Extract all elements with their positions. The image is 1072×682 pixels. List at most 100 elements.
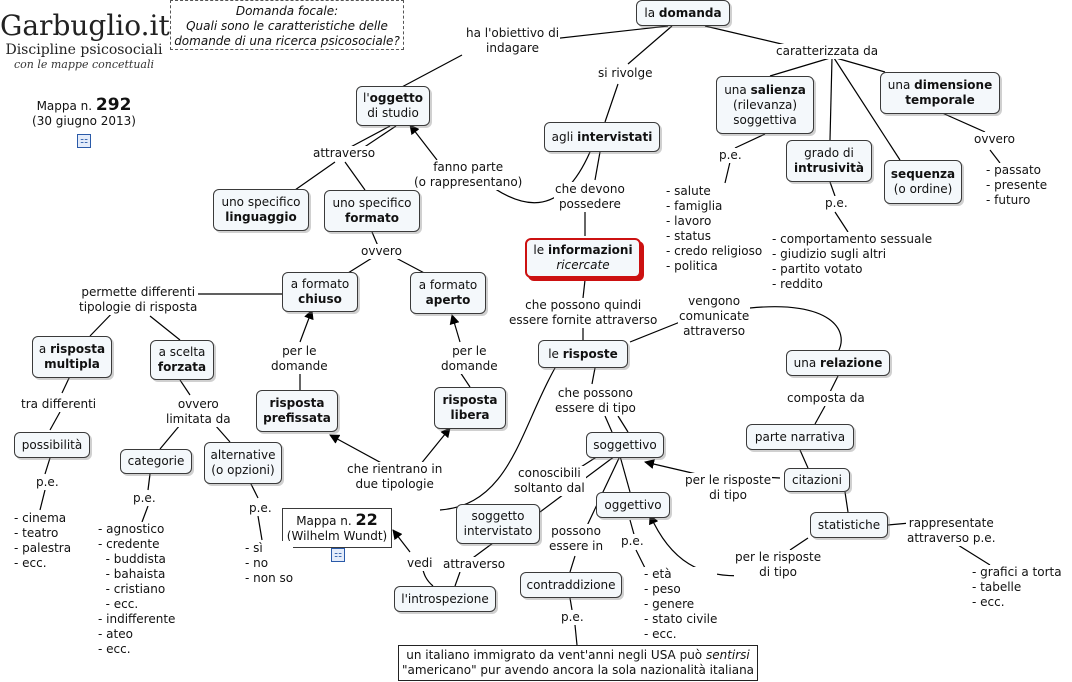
node-contraddizione[interactable]: contraddizione <box>520 572 622 598</box>
list-salienza-item: - status <box>666 229 712 243</box>
node-agli-intervistati[interactable]: agli intervistati <box>544 122 660 152</box>
list-possibilita-item: - cinema <box>14 511 67 525</box>
node-esempio-italiano[interactable]: un italiano immigrato da vent'anni negli… <box>398 645 758 681</box>
list-intrusivita-examples: - comportamento sessuale- giudizio sugli… <box>772 232 933 292</box>
link-label-caratterizzata: caratterizzata da <box>775 44 880 59</box>
link-label-rivolge: si rivolge <box>597 66 654 81</box>
list-categorie-item: - indifferente <box>98 612 176 626</box>
list-statistiche-item: - ecc. <box>972 595 1005 609</box>
list-salienza-item: - politica <box>666 259 718 273</box>
link-label-pe-contraddizione: p.e. <box>560 610 585 625</box>
node-formato-chiuso[interactable]: a formato chiuso <box>282 272 358 312</box>
node-le-risposte[interactable]: le risposte <box>538 340 628 368</box>
list-categorie-item: - ecc. <box>98 597 139 611</box>
link-label-attraverso-introspezione: attraverso <box>442 557 507 572</box>
list-categorie-examples: - agnostico- credente - buddista - bahai… <box>98 522 176 657</box>
link-label-composta: composta da <box>786 391 866 406</box>
link-label-obiettivo: ha l'obiettivo di indagare <box>465 26 561 56</box>
node-salienza[interactable]: una salienza (rilevanza) soggettiva <box>716 76 814 134</box>
list-categorie-item: - credente <box>98 537 160 551</box>
node-la-domanda[interactable]: la domanda <box>636 0 730 26</box>
link-label-possono: possono essere in <box>548 524 605 554</box>
list-intrusivita-item: - comportamento sessuale <box>772 232 933 246</box>
list-categorie-item: - agnostico <box>98 522 165 536</box>
list-alternative-item: - no <box>245 556 269 570</box>
node-specifico-linguaggio[interactable]: uno specifico linguaggio <box>213 189 309 231</box>
list-temporale-examples: - passato- presente- futuro <box>986 163 1048 208</box>
concept-map-icon[interactable]: ⚏ <box>77 134 91 148</box>
list-categorie-item: - buddista <box>98 552 166 566</box>
list-temporale-item: - futuro <box>986 193 1031 207</box>
node-risposta-prefissata[interactable]: risposta prefissata <box>256 390 338 432</box>
node-oggetto-di-studio[interactable]: l'oggetto di studio <box>356 86 430 126</box>
list-oggettivo-examples: - età- peso- genere- stato civile- ecc. <box>644 567 718 642</box>
site-subtitle: Discipline psicosociali <box>5 42 163 58</box>
map-date: (30 giugno 2013) <box>32 114 136 128</box>
node-statistiche[interactable]: statistiche <box>810 512 888 538</box>
link-label-conoscibili: conoscibili soltanto dal <box>513 466 586 496</box>
node-risposta-libera[interactable]: risposta libera <box>434 387 506 429</box>
map-info: Mappa n. 292 (30 giugno 2013) ⚏ <box>26 95 142 148</box>
node-sequenza[interactable]: sequenza (o ordine) <box>884 160 962 204</box>
list-intrusivita-item: - giudizio sugli altri <box>772 247 887 261</box>
list-categorie-item: - ecc. <box>98 642 131 656</box>
node-specifico-formato[interactable]: uno specifico formato <box>324 190 420 232</box>
wundt-map-icon[interactable]: ⚏ <box>331 548 345 562</box>
node-risposta-multipla[interactable]: a risposta multipla <box>32 336 112 378</box>
node-introspezione[interactable]: l'introspezione <box>394 586 496 612</box>
node-una-relazione[interactable]: una relazione <box>786 350 890 376</box>
link-label-fornite: che possono quindi essere fornite attrav… <box>508 298 659 328</box>
list-salienza-item: - salute <box>666 184 711 198</box>
link-label-devono: che devono possedere <box>554 182 626 212</box>
node-mappa-wundt[interactable]: Mappa n. 22 (Wilhelm Wundt) <box>282 508 392 548</box>
link-label-pe-possibilita: p.e. <box>35 475 60 490</box>
list-possibilita-item: - teatro <box>14 526 59 540</box>
list-oggettivo-item: - età <box>644 567 672 581</box>
focal-title: Domanda focale: <box>235 4 339 18</box>
link-label-per-risposte-oggettivo: per le risposte di tipo <box>734 550 823 580</box>
list-salienza-examples: - salute- famiglia- lavoro- status- cred… <box>666 184 763 274</box>
link-label-pe-categorie: p.e. <box>132 491 157 506</box>
focal-text-2: domande di una ricerca psicosociale? <box>174 34 400 48</box>
link-label-tipo: che possono essere di tipo <box>554 386 637 416</box>
focal-question: Domanda focale: Quali sono le caratteris… <box>170 0 404 50</box>
list-possibilita-item: - palestra <box>14 541 72 555</box>
link-label-attraverso: attraverso <box>312 146 377 161</box>
link-label-ovvero-formato: ovvero <box>360 244 403 259</box>
list-salienza-item: - credo religioso <box>666 244 763 258</box>
node-alternative[interactable]: alternative (o opzioni) <box>204 442 282 484</box>
node-soggettivo[interactable]: soggettivo <box>586 432 664 458</box>
node-oggettivo[interactable]: oggettivo <box>596 492 670 518</box>
site-logo[interactable]: Garbuglio.it Discipline psicosociali con… <box>0 9 170 72</box>
list-intrusivita-item: - reddito <box>772 277 823 291</box>
link-label-ovvero-temporale: ovvero <box>973 132 1016 147</box>
node-citazioni[interactable]: citazioni <box>784 468 850 492</box>
link-label-pe-intrusivita: p.e. <box>824 196 849 211</box>
map-label: Mappa n. <box>36 99 93 113</box>
list-possibilita-item: - ecc. <box>14 556 47 570</box>
node-grado-intrusivita[interactable]: grado di intrusività <box>786 140 872 182</box>
link-label-pe-alternative: p.e. <box>248 501 273 516</box>
link-label-differenti: tra differenti <box>20 397 98 412</box>
link-label-pe-oggettivo: p.e. <box>620 534 645 549</box>
node-categorie[interactable]: categorie <box>120 449 192 474</box>
focal-text-1: Quali sono le caratteristiche delle <box>186 19 388 33</box>
list-oggettivo-item: - peso <box>644 582 681 596</box>
link-label-per-risposte-soggettivo: per le risposte di tipo <box>684 473 773 503</box>
list-alternative-item: - non so <box>245 571 294 585</box>
node-parte-narrativa[interactable]: parte narrativa <box>746 424 854 450</box>
node-scelta-forzata[interactable]: a scelta forzata <box>150 340 214 380</box>
node-soggetto-intervistato[interactable]: soggetto intervistato <box>456 504 540 544</box>
site-title: Garbuglio.it <box>0 9 170 42</box>
list-possibilita-examples: - cinema- teatro- palestra- ecc. <box>14 511 72 571</box>
list-categorie-item: - ateo <box>98 627 133 641</box>
node-dimensione-temporale[interactable]: una dimensione temporale <box>880 72 1000 114</box>
site-tagline: con le mappe concettuali <box>13 58 155 71</box>
list-statistiche-item: - tabelle <box>972 580 1022 594</box>
node-formato-aperto[interactable]: a formato aperto <box>410 272 486 314</box>
node-informazioni-ricercate[interactable]: le informazioni ricercate <box>525 238 641 278</box>
node-possibilita[interactable]: possibilità <box>14 432 90 458</box>
list-alternative-item: - sì <box>245 541 263 555</box>
map-number: 292 <box>95 95 132 115</box>
list-temporale-item: - passato <box>986 163 1042 177</box>
